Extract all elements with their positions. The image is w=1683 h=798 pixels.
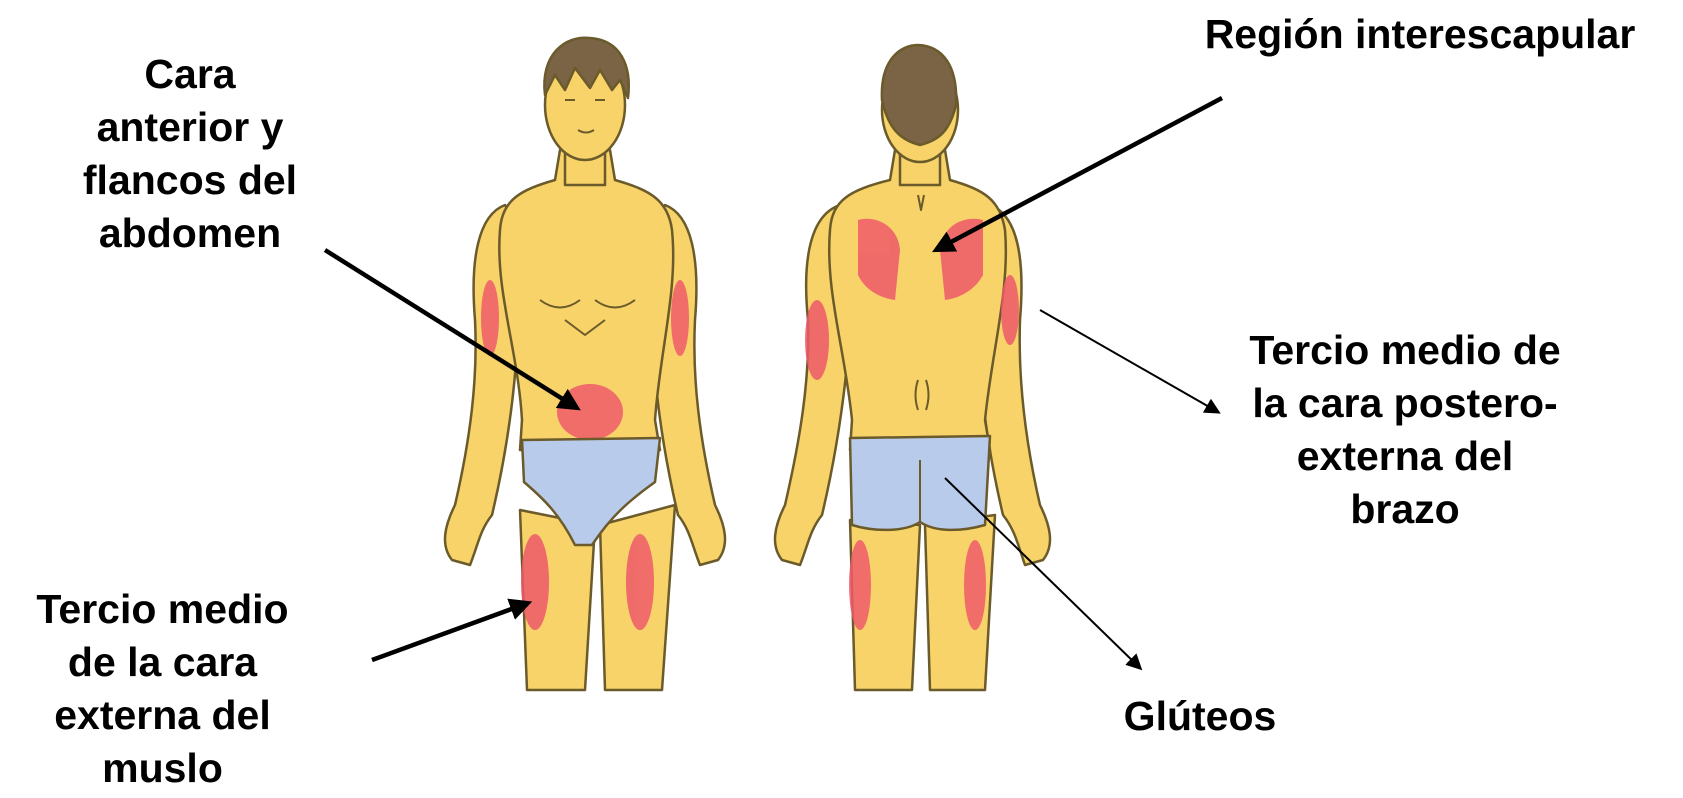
abdomen-label-line: Cara [55,48,325,101]
arm-label-line: brazo [1205,483,1605,536]
thigh-label-line: externa del [0,689,325,742]
abdomen-label: Cara anterior y flancos del abdomen [55,48,325,260]
thigh-label: Tercio medio de la cara externa del musl… [0,583,325,795]
abdomen-label-line: anterior y [55,101,325,154]
front-left-thigh-zone [521,534,549,630]
thigh-arrow [372,603,528,660]
gluteal-label-line: Glúteos [1080,690,1320,743]
thigh-label-line: de la cara [0,636,325,689]
abdomen-label-line: abdomen [55,207,325,260]
abdomen-zone [557,384,623,440]
back-view-figure [775,45,1050,690]
interscapular-arrow [936,98,1222,250]
pointer-arrows [325,98,1222,668]
back-right-thigh-zone [964,540,986,630]
thigh-label-line: Tercio medio [0,583,325,636]
front-left-arm-zone [481,280,499,356]
back-left-thigh-zone [849,540,871,630]
back-left-arm-zone [805,300,829,380]
front-right-thigh-zone [626,534,654,630]
interscapular-label: Región interescapular [1160,8,1680,61]
front-view-figure [445,38,725,690]
thigh-label-line: muslo [0,742,325,795]
arm-label: Tercio medio de la cara postero- externa… [1205,324,1605,536]
arm-arrow [1040,310,1218,412]
arm-label-line: la cara postero- [1205,377,1605,430]
interscapular-label-line: Región interescapular [1160,8,1680,61]
front-right-arm-zone [671,280,689,356]
arm-label-line: externa del [1205,430,1605,483]
gluteal-label: Glúteos [1080,690,1320,743]
abdomen-label-line: flancos del [55,154,325,207]
arm-label-line: Tercio medio de [1205,324,1605,377]
back-right-arm-zone [1001,275,1019,345]
